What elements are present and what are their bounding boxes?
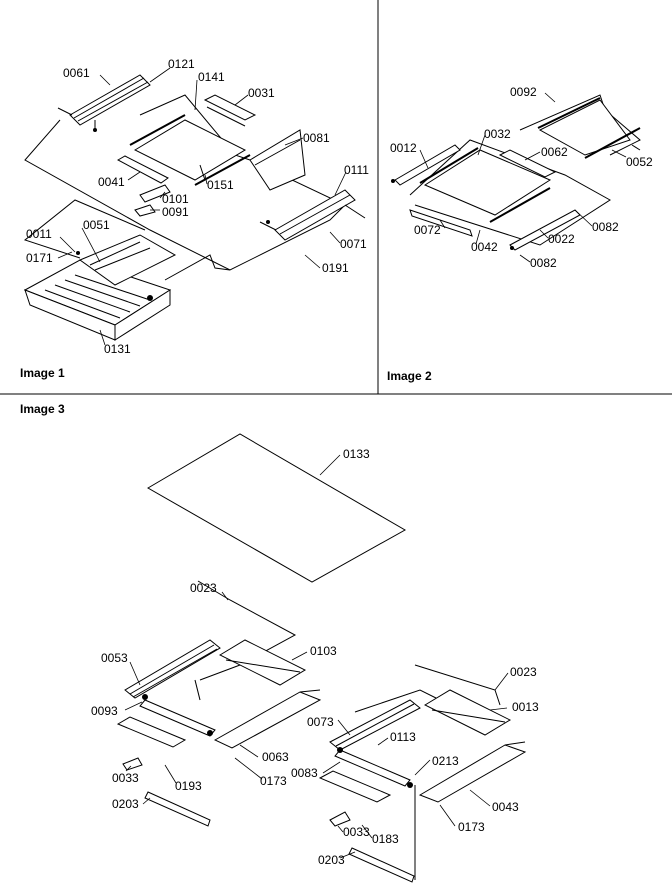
label-0171: 0171 bbox=[26, 251, 53, 265]
label-0011: 0011 bbox=[26, 227, 52, 241]
label-0092: 0092 bbox=[510, 85, 537, 99]
label-0133: 0133 bbox=[343, 447, 370, 461]
label-0023-right: 0023 bbox=[510, 665, 537, 679]
label-0091: 0091 bbox=[162, 205, 189, 219]
label-0193: 0193 bbox=[175, 779, 202, 793]
image3-drawing bbox=[116, 433, 527, 883]
label-0173-right: 0173 bbox=[458, 820, 485, 834]
label-0051: 0051 bbox=[83, 218, 110, 232]
label-0031: 0031 bbox=[248, 86, 275, 100]
label-0033-right: 0033 bbox=[343, 825, 370, 839]
label-0053: 0053 bbox=[101, 651, 128, 665]
image1-drawing bbox=[23, 74, 366, 341]
image2-part-labels: 0092 0012 0032 0062 0052 0072 0042 0022 … bbox=[390, 85, 653, 270]
label-0033-left: 0033 bbox=[112, 771, 139, 785]
label-0062: 0062 bbox=[541, 145, 568, 159]
image3-leaders bbox=[124, 454, 509, 859]
label-0103: 0103 bbox=[310, 644, 337, 658]
label-0081: 0081 bbox=[303, 131, 330, 145]
label-0203-left: 0203 bbox=[112, 797, 139, 811]
label-0023-left: 0023 bbox=[190, 581, 217, 595]
label-0083: 0083 bbox=[291, 766, 318, 780]
image2-drawing bbox=[391, 94, 641, 251]
label-0032: 0032 bbox=[484, 127, 511, 141]
label-0072: 0072 bbox=[414, 223, 441, 237]
label-0113: 0113 bbox=[390, 730, 416, 744]
label-0121: 0121 bbox=[168, 57, 195, 71]
label-0203-right: 0203 bbox=[318, 853, 345, 867]
label-0131: 0131 bbox=[104, 342, 131, 356]
label-0101: 0101 bbox=[162, 192, 189, 206]
label-0041: 0041 bbox=[98, 175, 125, 189]
label-0082-lower: 0082 bbox=[530, 256, 557, 270]
image1-leaders bbox=[57, 67, 347, 346]
label-0082: 0082 bbox=[592, 220, 619, 234]
label-0191: 0191 bbox=[322, 261, 349, 275]
label-0151: 0151 bbox=[207, 178, 234, 192]
label-0063: 0063 bbox=[262, 750, 289, 764]
label-0111: 0111 bbox=[344, 163, 369, 177]
label-0183: 0183 bbox=[372, 832, 399, 846]
image1-caption: Image 1 bbox=[20, 366, 65, 380]
image1-part-labels: 0061 0121 0141 0031 0081 0111 0041 0101 … bbox=[26, 57, 369, 356]
label-0141: 0141 bbox=[198, 70, 225, 84]
label-0073: 0073 bbox=[307, 715, 334, 729]
image2-caption: Image 2 bbox=[387, 369, 432, 383]
image2-leaders bbox=[419, 92, 627, 263]
label-0022: 0022 bbox=[548, 232, 575, 246]
label-0173-left: 0173 bbox=[260, 774, 287, 788]
label-0071: 0071 bbox=[340, 237, 367, 251]
label-0093: 0093 bbox=[91, 704, 118, 718]
label-0061: 0061 bbox=[63, 66, 90, 80]
label-0043: 0043 bbox=[492, 800, 519, 814]
label-0052: 0052 bbox=[626, 155, 653, 169]
image3-caption: Image 3 bbox=[20, 402, 65, 416]
label-0012: 0012 bbox=[390, 141, 417, 155]
label-0042: 0042 bbox=[471, 240, 498, 254]
image3-part-labels: 0133 0023 0053 0103 0093 0063 0033 0193 … bbox=[91, 447, 539, 867]
label-0013: 0013 bbox=[512, 700, 539, 714]
label-0213: 0213 bbox=[432, 754, 459, 768]
